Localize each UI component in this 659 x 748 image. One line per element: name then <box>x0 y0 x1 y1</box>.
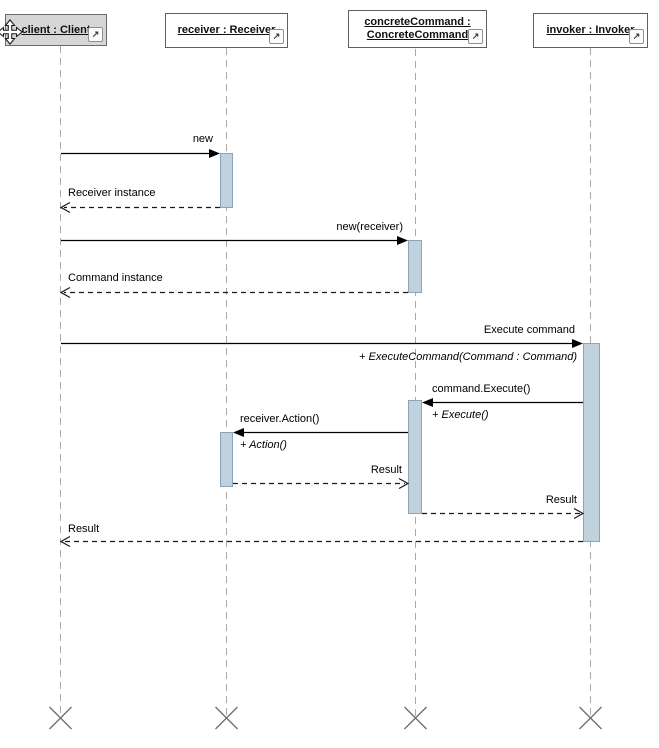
destroy-x-client <box>49 706 72 730</box>
open-diagram-icon[interactable]: ↗ <box>468 29 483 44</box>
message-label-execute-command[interactable]: Execute command <box>483 324 575 336</box>
lifeline-name-client: client : Client <box>21 23 91 36</box>
activation-receiver-new[interactable] <box>220 153 233 208</box>
message-label-result-2[interactable]: Result <box>545 494 577 506</box>
lifeline-name-invoker: invoker : Invoker <box>546 24 635 36</box>
arrow-command-instance[interactable] <box>59 286 408 299</box>
move-cursor-icon <box>0 19 23 45</box>
arrow-command-execute[interactable] <box>422 398 583 407</box>
arrow-result-to-invoker[interactable] <box>422 507 585 520</box>
arrow-new[interactable] <box>61 149 220 158</box>
lifeline-head-client[interactable]: client : Client ↗ <box>0 14 107 46</box>
message-label-result-3[interactable]: Result <box>68 523 100 535</box>
message-label-result-1[interactable]: Result <box>370 464 402 476</box>
arrow-receiver-action[interactable] <box>233 428 408 437</box>
open-diagram-icon[interactable]: ↗ <box>88 27 103 42</box>
operation-label-execute: + Execute() <box>432 409 489 421</box>
message-label-command-execute[interactable]: command.Execute() <box>432 383 531 395</box>
destroy-x-invoker <box>579 706 602 730</box>
message-label-receiver-action[interactable]: receiver.Action() <box>240 413 320 425</box>
arrow-result-to-client[interactable] <box>59 535 583 548</box>
message-label-new[interactable]: new <box>192 133 213 145</box>
open-diagram-icon[interactable]: ↗ <box>269 29 284 44</box>
operation-label-executecommand: + ExecuteCommand(Command : Command) <box>359 351 577 363</box>
lifeline-head-concretecommand[interactable]: concreteCommand : ConcreteCommand ↗ <box>348 10 487 48</box>
lifeline-head-invoker[interactable]: invoker : Invoker ↗ <box>533 13 648 48</box>
arrow-result-to-concretecommand[interactable] <box>233 477 410 490</box>
activation-receiver-action[interactable] <box>220 432 233 487</box>
destroy-x-concretecommand <box>404 706 427 730</box>
destroy-x-receiver <box>215 706 238 730</box>
activation-concretecommand-new[interactable] <box>408 240 422 293</box>
arrow-execute-command[interactable] <box>61 339 583 348</box>
message-label-receiver-instance[interactable]: Receiver instance <box>68 187 156 199</box>
arrow-new-receiver[interactable] <box>61 236 408 245</box>
activation-concretecommand-execute[interactable] <box>408 400 422 514</box>
message-label-command-instance[interactable]: Command instance <box>68 272 163 284</box>
arrow-receiver-instance[interactable] <box>59 201 220 214</box>
open-diagram-icon[interactable]: ↗ <box>629 29 644 44</box>
message-label-new-receiver[interactable]: new(receiver) <box>336 221 403 233</box>
operation-label-action: + Action() <box>240 439 287 451</box>
lifeline-name-receiver: receiver : Receiver <box>177 24 276 36</box>
activation-invoker-execute[interactable] <box>583 343 600 542</box>
lifeline-head-receiver[interactable]: receiver : Receiver ↗ <box>165 13 288 48</box>
lifeline-name-concretecommand: concreteCommand : ConcreteCommand <box>364 16 471 41</box>
